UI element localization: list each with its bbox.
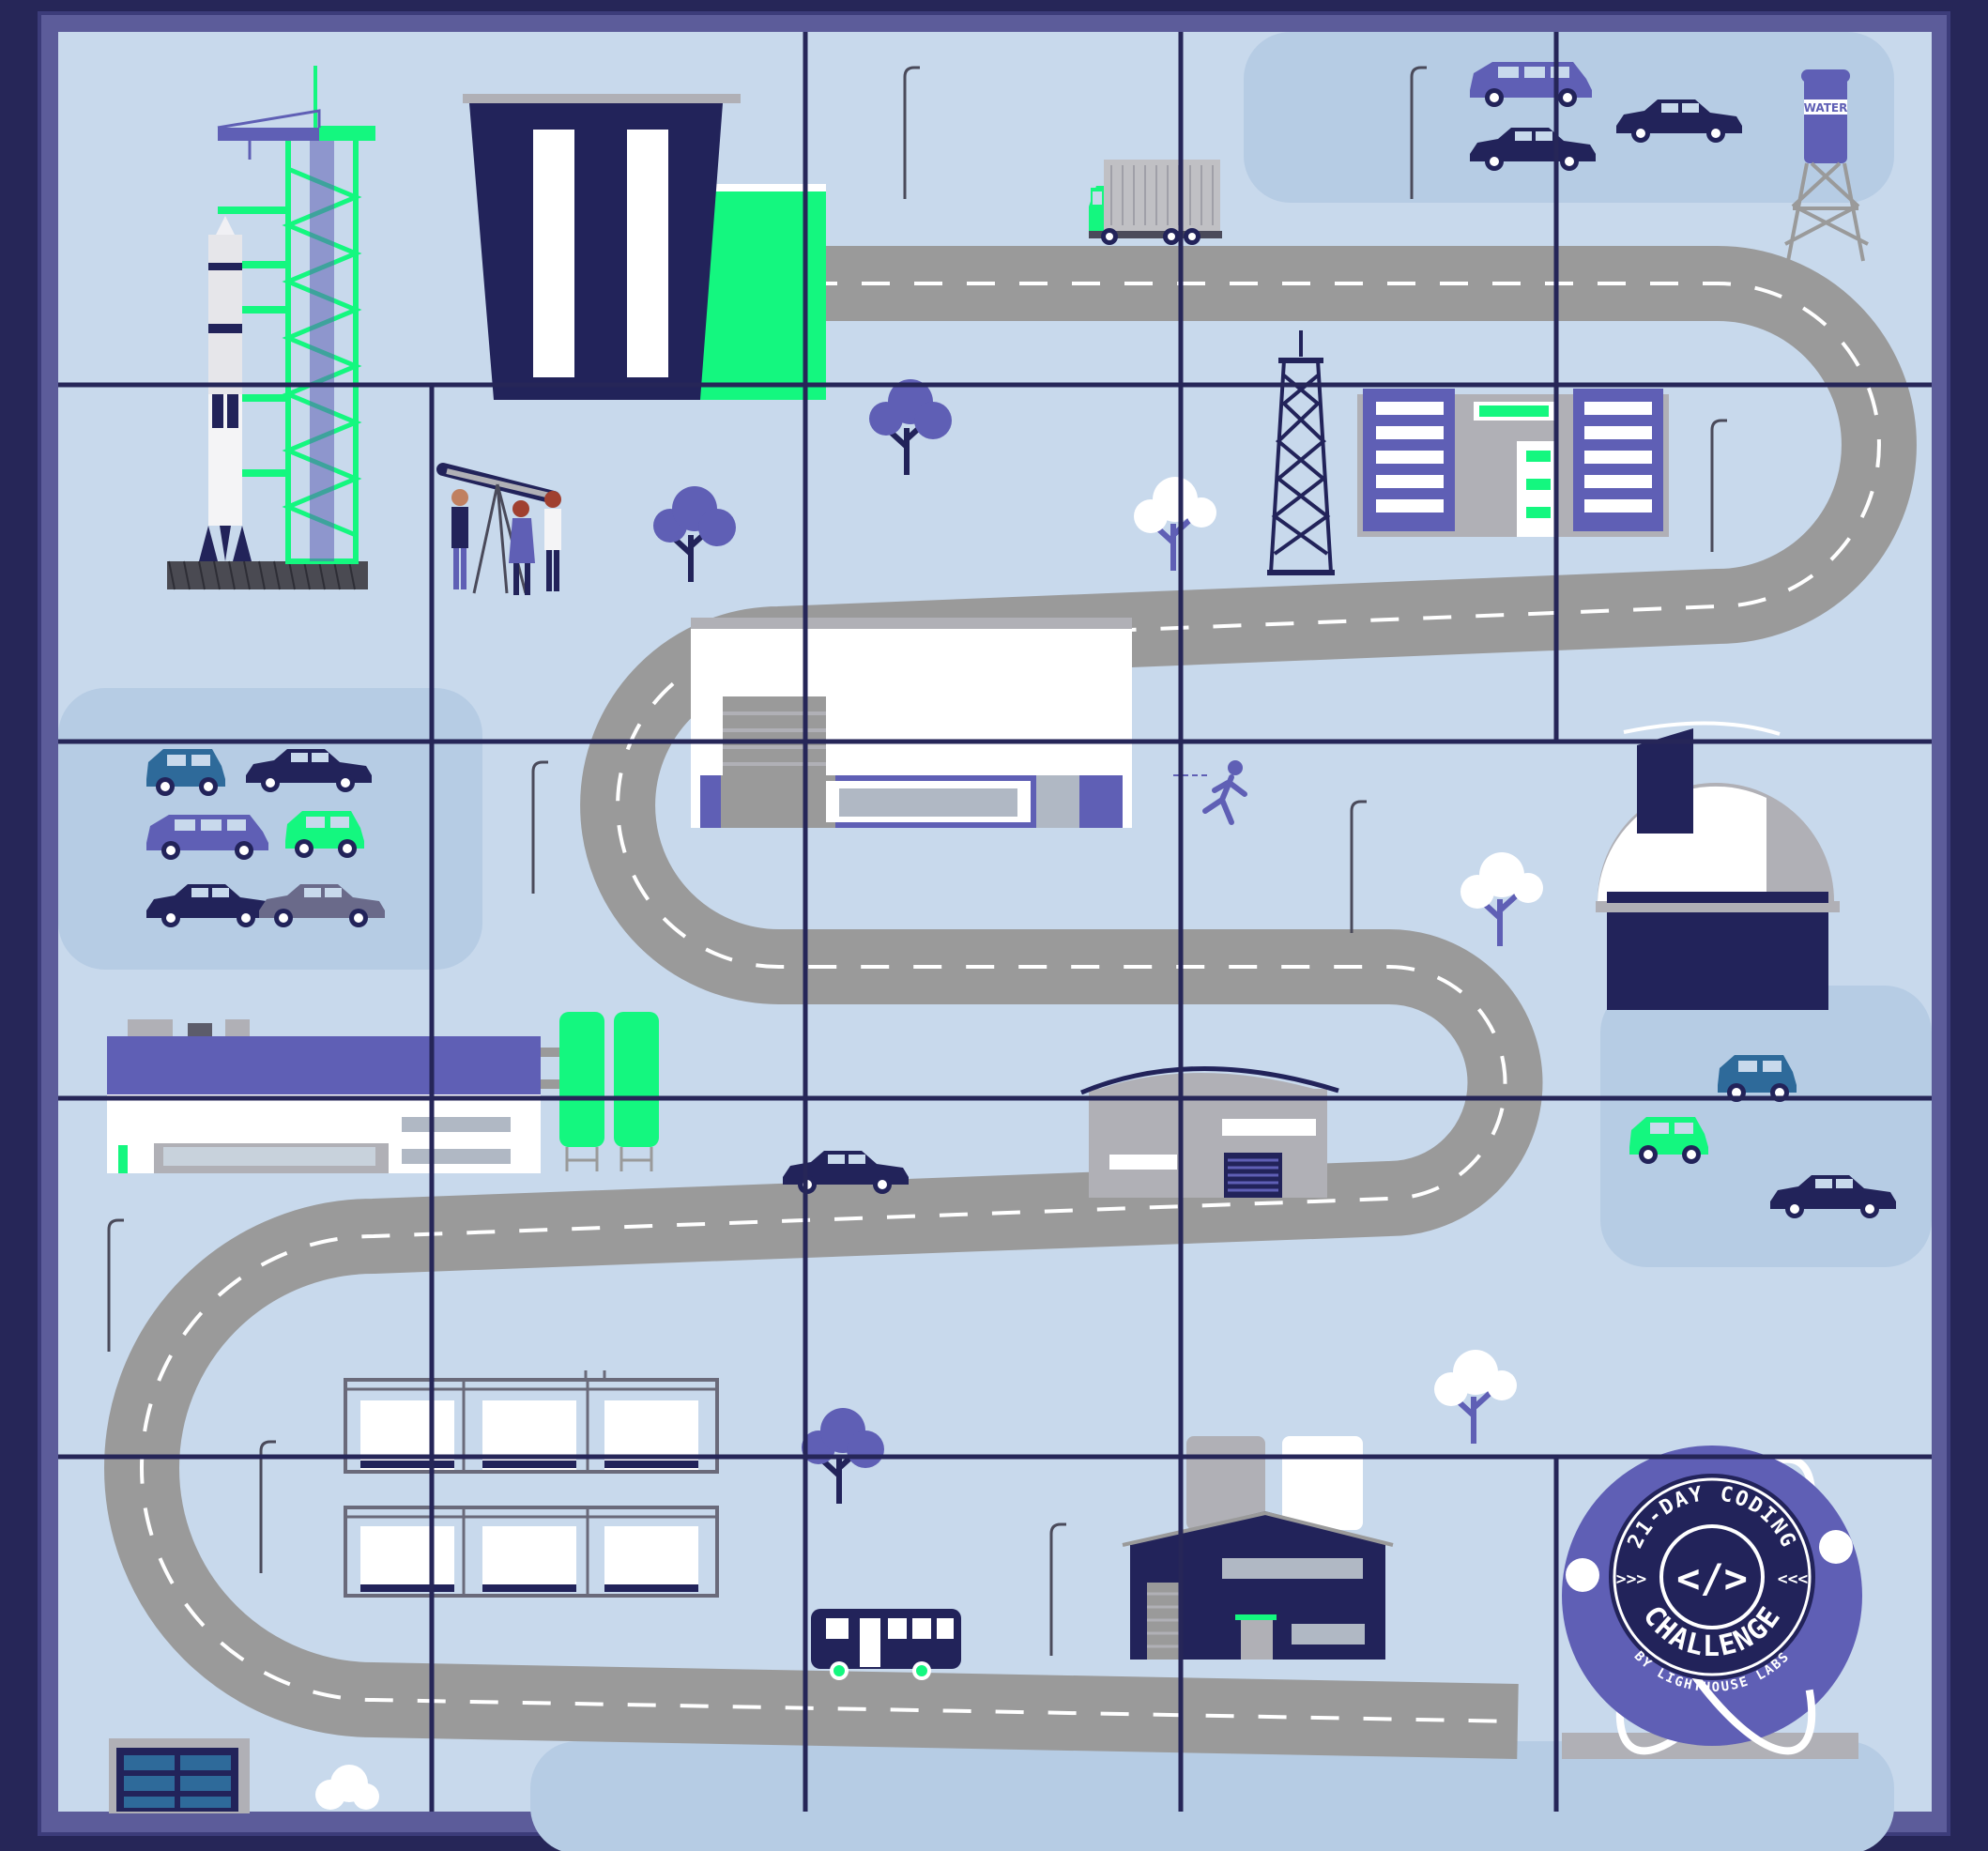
- water-tower: WATER: [1784, 69, 1869, 262]
- runner-figure: [1173, 760, 1247, 825]
- warehouse: [1080, 1066, 1339, 1198]
- warehouse-bottom: [1122, 1436, 1394, 1660]
- office-building: [1357, 389, 1669, 537]
- rocket-launch-pad: [167, 66, 375, 590]
- parking-lot-top-right: [1244, 32, 1894, 203]
- astronomers-telescope: [436, 463, 561, 595]
- parking-lot-left: [58, 688, 482, 970]
- challenge-badge: </> >>> <<< 21-DAY CODING CHALLENGE BY L…: [1562, 1446, 1862, 1759]
- observatory: [1596, 721, 1840, 1010]
- water-tower-label: WATER: [1804, 101, 1848, 115]
- bus: [811, 1609, 961, 1680]
- hangar: [691, 618, 1132, 828]
- badge-center-symbol: </>: [1676, 1555, 1748, 1601]
- lot-bottom: [530, 1741, 1894, 1851]
- tree-icon: [315, 1765, 379, 1810]
- delivery-truck: [1089, 160, 1222, 245]
- road: [104, 246, 1917, 1759]
- tile-grid: [58, 32, 1932, 1812]
- small-building: [109, 1738, 250, 1813]
- radio-tower: [1267, 330, 1335, 575]
- factory: [107, 1012, 659, 1173]
- badge-right-chevrons: <<<: [1778, 1569, 1809, 1589]
- badge-left-chevrons: >>>: [1616, 1569, 1647, 1589]
